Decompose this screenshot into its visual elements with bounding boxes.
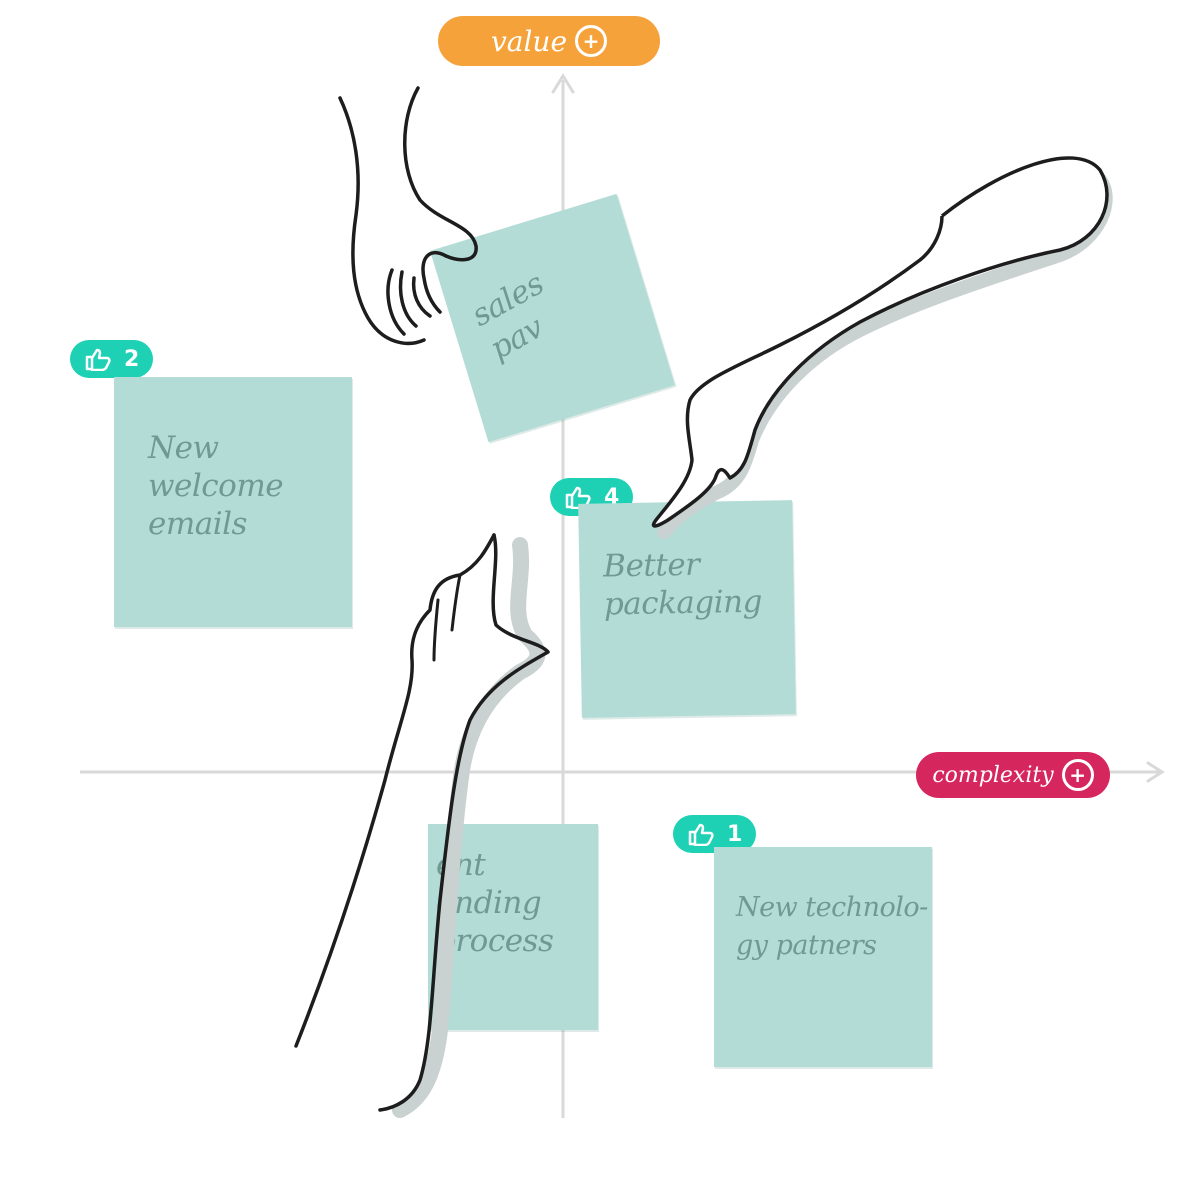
vote-badge[interactable]: 2 xyxy=(70,340,154,378)
sticky-note-welcome-emails[interactable]: New welcome emails xyxy=(114,377,352,627)
x-axis-arrowhead xyxy=(1146,761,1165,783)
note-text: sales pav xyxy=(465,265,550,368)
complexity-axis-pill[interactable]: complexity + xyxy=(916,752,1110,798)
vote-badge[interactable]: 1 xyxy=(673,815,757,853)
sticky-note-onboarding-process[interactable]: ent onding process xyxy=(428,824,598,1030)
y-axis-arrowhead xyxy=(551,73,575,94)
note-text: New welcome emails xyxy=(148,430,284,542)
vote-count: 1 xyxy=(727,821,743,847)
thumbs-up-icon xyxy=(688,823,714,846)
value-axis-label: value xyxy=(490,24,568,58)
plus-circle-icon: + xyxy=(1061,759,1094,791)
value-axis-pill[interactable]: value + xyxy=(438,16,660,66)
note-text: ent onding process xyxy=(436,847,554,959)
thumbs-up-icon xyxy=(85,348,111,371)
plus-circle-icon: + xyxy=(575,25,608,57)
sticky-note-new-technology-partners[interactable]: New technolo- gy patners xyxy=(714,847,932,1067)
sticky-note-better-packaging[interactable]: Better packaging xyxy=(578,500,796,718)
note-text: New technolo- gy patners xyxy=(736,892,928,961)
note-text: Better packaging xyxy=(602,546,763,623)
complexity-axis-label: complexity xyxy=(932,762,1054,788)
vote-count: 2 xyxy=(124,346,140,372)
